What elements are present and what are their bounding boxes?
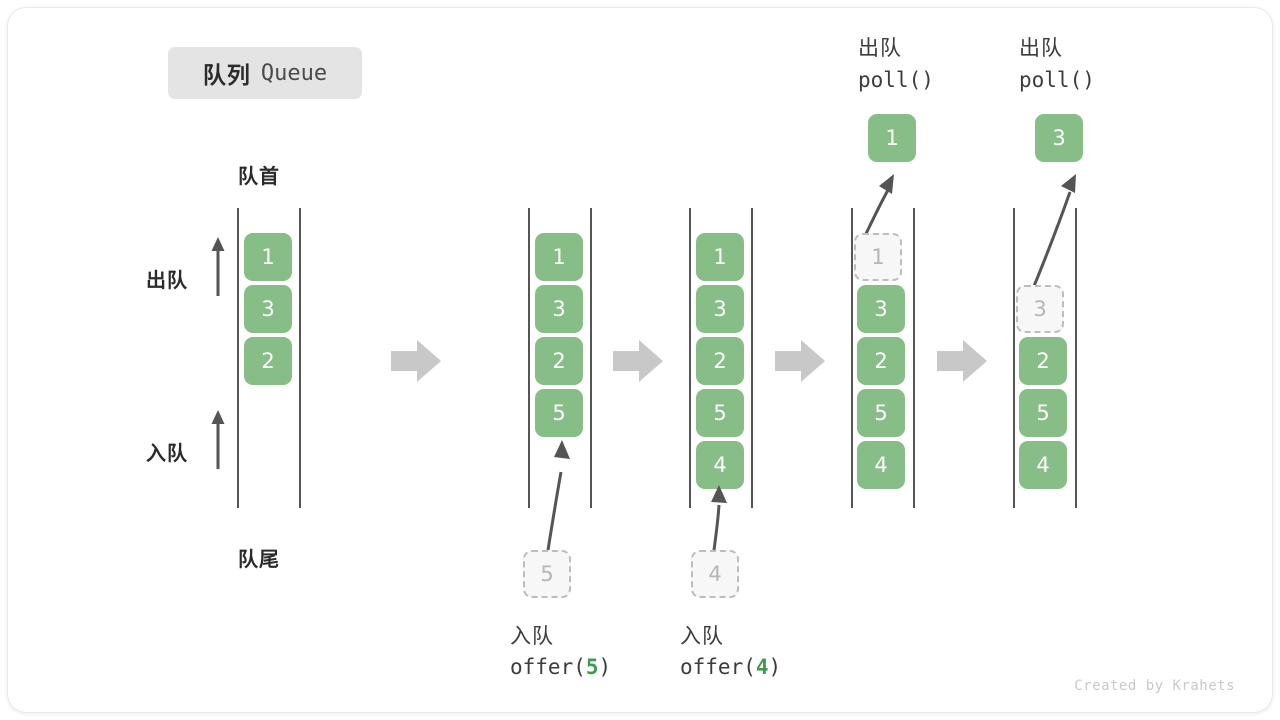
col5-popped-cell: 3 bbox=[1035, 114, 1083, 162]
col2-enqueue-curve-arrow-icon bbox=[546, 440, 570, 551]
col3-enqueue-curve-arrow-icon bbox=[711, 485, 727, 551]
flow-arrow-4-icon bbox=[937, 340, 987, 382]
col3-rail-left bbox=[689, 208, 691, 508]
col1-cell-0: 1 bbox=[244, 233, 292, 281]
flow-arrow-3-icon bbox=[775, 340, 825, 382]
col5-cell-2: 4 bbox=[1019, 441, 1067, 489]
col4-cell-1: 2 bbox=[857, 337, 905, 385]
col3-cell-2: 2 bbox=[696, 337, 744, 385]
col3-rail-right bbox=[751, 208, 753, 508]
col2-cell-2: 2 bbox=[535, 337, 583, 385]
enqueue-direction-arrow-icon bbox=[211, 410, 225, 469]
col3-caption-code-number: 4 bbox=[755, 655, 769, 679]
col3-cell-3: 5 bbox=[696, 389, 744, 437]
flow-arrow-2-icon bbox=[613, 340, 663, 382]
col2-caption-code-suffix: ) bbox=[598, 655, 612, 679]
col5-ghost-cell: 3 bbox=[1016, 285, 1064, 333]
col1-cell-1: 3 bbox=[244, 285, 292, 333]
queue-tail-label: 队尾 bbox=[238, 547, 280, 571]
col2-caption-code-number: 5 bbox=[585, 655, 599, 679]
col5-cell-0: 2 bbox=[1019, 337, 1067, 385]
diagram-stage: 队列 Queue 队首 队尾 出队 入队 1 3 2 1 3 bbox=[8, 8, 1272, 712]
col2-caption-chinese: 入队 bbox=[510, 624, 554, 648]
col3-caption-code-suffix: ) bbox=[768, 655, 782, 679]
col4-cell-3: 4 bbox=[857, 441, 905, 489]
title-badge: 队列 Queue bbox=[168, 47, 362, 99]
dequeue-direction-label: 出队 bbox=[146, 268, 188, 292]
col2-cell-0: 1 bbox=[535, 233, 583, 281]
col3-cell-1: 3 bbox=[696, 285, 744, 333]
col4-cell-0: 3 bbox=[857, 285, 905, 333]
col2-cell-1: 3 bbox=[535, 285, 583, 333]
col2-rail-right bbox=[590, 208, 592, 508]
col5-rail-left bbox=[1013, 208, 1015, 508]
dequeue-direction-arrow-icon bbox=[211, 237, 225, 296]
col5-dequeue-curve-arrow-icon bbox=[1028, 174, 1076, 297]
col5-header-code: poll() bbox=[1019, 68, 1095, 92]
diagram-card: 队列 Queue 队首 队尾 出队 入队 1 3 2 1 3 bbox=[8, 8, 1272, 712]
col3-cell-4: 4 bbox=[696, 441, 744, 489]
col5-header-chinese: 出队 bbox=[1019, 36, 1063, 60]
col3-cell-0: 1 bbox=[696, 233, 744, 281]
col2-rail-left bbox=[528, 208, 530, 508]
flow-arrow-1-icon bbox=[391, 340, 441, 382]
queue-head-label: 队首 bbox=[238, 164, 280, 188]
footer-credit: Created by Krahets bbox=[1074, 678, 1235, 694]
col2-cell-3: 5 bbox=[535, 389, 583, 437]
col4-header-chinese: 出队 bbox=[858, 36, 902, 60]
col5-cell-1: 5 bbox=[1019, 389, 1067, 437]
title-chinese: 队列 bbox=[202, 63, 251, 89]
col1-rail-left bbox=[237, 208, 239, 508]
col2-caption-code-prefix: offer( bbox=[510, 655, 586, 679]
enqueue-direction-label: 入队 bbox=[146, 441, 188, 465]
col4-ghost-cell: 1 bbox=[854, 233, 902, 281]
col3-caption-code: offer(4) bbox=[680, 655, 781, 679]
col4-popped-cell: 1 bbox=[868, 114, 916, 162]
col1-cell-2: 2 bbox=[244, 337, 292, 385]
col4-rail-left bbox=[851, 208, 853, 508]
title-english: Queue bbox=[260, 60, 328, 86]
col1-rail-right bbox=[299, 208, 301, 508]
col3-caption-chinese: 入队 bbox=[680, 624, 724, 648]
col5-rail-right bbox=[1075, 208, 1077, 508]
col2-caption-code: offer(5) bbox=[510, 655, 611, 679]
col2-ghost-cell: 5 bbox=[523, 550, 571, 598]
col4-rail-right bbox=[913, 208, 915, 508]
col4-header-code: poll() bbox=[858, 68, 934, 92]
col3-ghost-cell: 4 bbox=[691, 550, 739, 598]
col4-cell-2: 5 bbox=[857, 389, 905, 437]
col3-caption-code-prefix: offer( bbox=[680, 655, 756, 679]
